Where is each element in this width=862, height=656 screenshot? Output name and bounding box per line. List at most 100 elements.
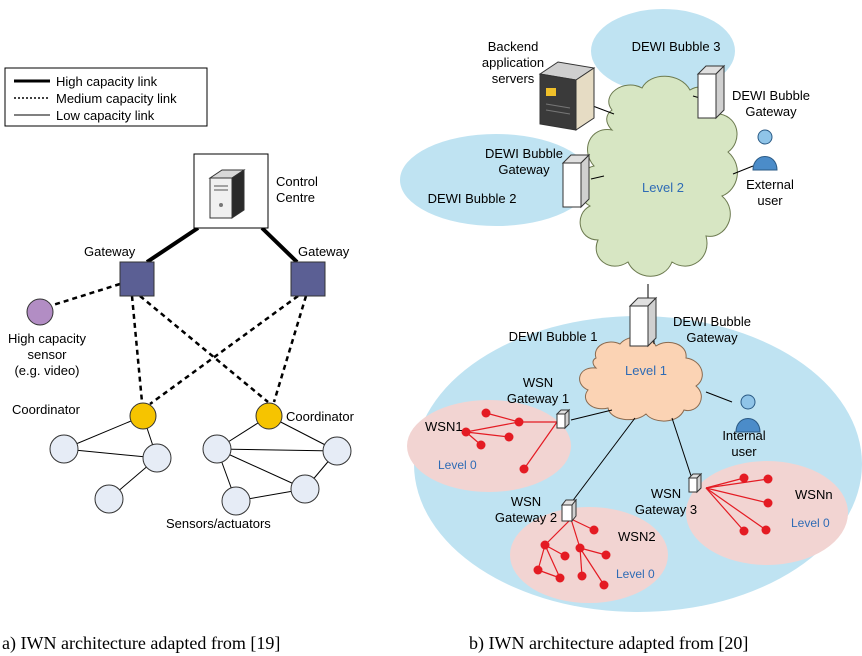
- bubble1-gateway-label-1: DEWI Bubble: [673, 314, 751, 329]
- link-gwright-coordleft: [149, 294, 299, 406]
- bubble2-gateway: [561, 153, 591, 209]
- coordinator-right: [255, 402, 283, 430]
- gateway-right: [290, 261, 326, 297]
- sensors-actuators-label: Sensors/actuators: [166, 516, 271, 531]
- wsn-node: [761, 525, 771, 535]
- bubble3-label: DEWI Bubble 3: [632, 39, 721, 54]
- coordinator-right-label: Coordinator: [286, 409, 355, 424]
- wsn2-level0: Level 0: [616, 567, 655, 581]
- wsn1-nodes: [461, 408, 529, 474]
- gateway-left: [119, 261, 155, 297]
- wsn1-label: WSN1: [425, 419, 463, 434]
- link-control-gateway-left: [145, 226, 200, 264]
- internal-user-icon: [735, 394, 761, 433]
- gateway-left-label: Gateway: [84, 244, 136, 259]
- wsn-node: [514, 417, 524, 427]
- wsnn-links: [705, 477, 769, 532]
- wsn-gateway-3-label-2: Gateway 3: [635, 502, 697, 517]
- wsn2-nodes: [533, 525, 611, 590]
- wsn-node: [577, 571, 587, 581]
- bubble1-gateway-label-2: Gateway: [686, 330, 738, 345]
- node: [221, 486, 251, 516]
- bubble2-label: DEWI Bubble 2: [428, 191, 517, 206]
- wsn2-label: WSN2: [618, 529, 656, 544]
- node: [94, 484, 124, 514]
- level-1-label: Level 1: [625, 363, 667, 378]
- wsn-gateway-2-label-2: Gateway 2: [495, 510, 557, 525]
- node: [202, 434, 232, 464]
- external-user-label-1: External: [746, 177, 794, 192]
- caption-left: a) IWN architecture adapted from [19]: [2, 633, 280, 654]
- wsn1-links: [465, 412, 558, 470]
- wsn-node: [739, 473, 749, 483]
- dewi-bubble-2: [400, 134, 592, 226]
- backend-label-2: application: [482, 55, 544, 70]
- wsn-node: [461, 427, 471, 437]
- high-capacity-sensor: [26, 298, 54, 326]
- wsn-gateway-1-label-1: WSN: [523, 375, 553, 390]
- gateway-right-label: Gateway: [298, 244, 350, 259]
- wsn-node: [481, 408, 491, 418]
- coordinator-left: [129, 402, 157, 430]
- bubble1-label: DEWI Bubble 1: [509, 329, 598, 344]
- wsn-node: [589, 525, 599, 535]
- server-icon: [208, 169, 246, 219]
- link-gateway-sensor: [52, 282, 121, 307]
- wsn-node: [763, 474, 773, 484]
- link-control-gateway-right: [260, 226, 299, 264]
- wsn-node: [575, 543, 585, 553]
- internal-user-label-2: user: [731, 444, 757, 459]
- bubble3-gateway-label-2: Gateway: [745, 104, 797, 119]
- wsnn-area: [686, 461, 848, 565]
- legend: High capacity link Medium capacity link …: [4, 67, 208, 127]
- wsn-node: [555, 573, 565, 583]
- link-gwright-coordright: [272, 295, 308, 403]
- wsnn-level0: Level 0: [791, 516, 830, 530]
- link-gwleft-coordleft: [130, 295, 144, 403]
- wsn-node: [533, 565, 543, 575]
- sensor-label-1: High capacity: [8, 331, 87, 346]
- wsn-node: [476, 440, 486, 450]
- backend-label-1: Backend: [488, 39, 539, 54]
- bubble2-gateway-label-2: Gateway: [498, 162, 550, 177]
- wsn-node: [601, 550, 611, 560]
- cloud-level-1: [579, 336, 703, 422]
- control-centre-label-1: Control: [276, 174, 318, 189]
- wsn-node: [599, 580, 609, 590]
- legend-medium-label: Medium capacity link: [56, 91, 177, 106]
- wsn-gateway-1-label-2: Gateway 1: [507, 391, 569, 406]
- node: [142, 443, 172, 473]
- wsn-node: [739, 526, 749, 536]
- wsn-node: [763, 498, 773, 508]
- bubble3-gateway: [696, 64, 726, 120]
- caption-right: b) IWN architecture adapted from [20]: [469, 633, 748, 654]
- wsn-gateway-3-label-1: WSN: [651, 486, 681, 501]
- bubble2-gateway-label-1: DEWI Bubble: [485, 146, 563, 161]
- dewi-bubble-3: [591, 9, 735, 93]
- wsn-gateway-2: [560, 498, 578, 523]
- backend-server-icon: [538, 61, 596, 131]
- node: [49, 434, 79, 464]
- wsn-gateway-3: [687, 472, 703, 494]
- link-gwleft-coordright: [139, 295, 269, 403]
- wsn-gateway-2-label-1: WSN: [511, 494, 541, 509]
- wsn2-area: [510, 507, 668, 603]
- legend-high-label: High capacity link: [56, 74, 158, 89]
- node: [290, 474, 320, 504]
- wsn-node: [540, 540, 550, 550]
- level-2-label: Level 2: [642, 180, 684, 195]
- wsn1-level0: Level 0: [438, 458, 477, 472]
- control-centre: Control Centre: [193, 153, 318, 229]
- bubble1-gateway: [628, 296, 658, 348]
- control-centre-label-2: Centre: [276, 190, 315, 205]
- wsn1-area: [407, 400, 571, 492]
- sensor-label-2: sensor: [27, 347, 67, 362]
- sensor-nodes: [49, 434, 352, 516]
- wsn-node: [519, 464, 529, 474]
- wsnn-label: WSNn: [795, 487, 833, 502]
- wsn-node: [560, 551, 570, 561]
- legend-low-label: Low capacity link: [56, 108, 155, 123]
- backend-label-3: servers: [492, 71, 535, 86]
- external-user-label-2: user: [757, 193, 783, 208]
